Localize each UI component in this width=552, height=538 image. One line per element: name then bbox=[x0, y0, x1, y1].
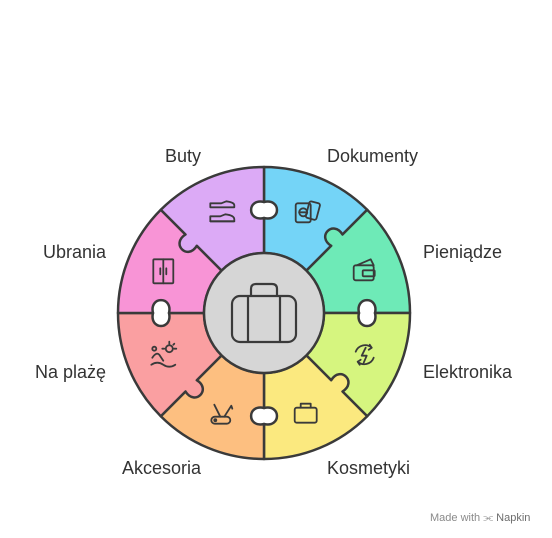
wallet-icon bbox=[352, 258, 376, 282]
shoes-icon bbox=[209, 200, 236, 223]
label-ubrania: Ubrania bbox=[42, 242, 106, 262]
label-buty: Buty bbox=[164, 146, 201, 166]
wardrobe-icon bbox=[152, 258, 175, 285]
label-akcesoria: Akcesoria bbox=[121, 458, 201, 478]
passport-icon bbox=[294, 200, 321, 224]
suitcase-icon bbox=[230, 282, 298, 344]
center-hub bbox=[202, 251, 326, 375]
label-kosmetyki: Kosmetyki bbox=[327, 458, 411, 478]
watermark-prefix: Made with bbox=[430, 512, 481, 524]
napkin-watermark: Made with ⫘ Napkin bbox=[430, 512, 530, 525]
label-pieniadze: Pieniądze bbox=[423, 242, 503, 262]
beach-icon bbox=[150, 340, 178, 368]
toiletry-bag-icon bbox=[293, 402, 318, 424]
swiss-knife-icon bbox=[210, 403, 234, 425]
label-dokumenty: Dokumenty bbox=[327, 146, 419, 166]
napkin-logo-icon: ⫘ bbox=[483, 512, 494, 524]
charging-icon bbox=[354, 343, 375, 366]
label-na-plaze: Na plażę bbox=[34, 362, 106, 382]
watermark-brand: Napkin bbox=[496, 512, 531, 524]
label-elektronika: Elektronika bbox=[423, 362, 513, 382]
